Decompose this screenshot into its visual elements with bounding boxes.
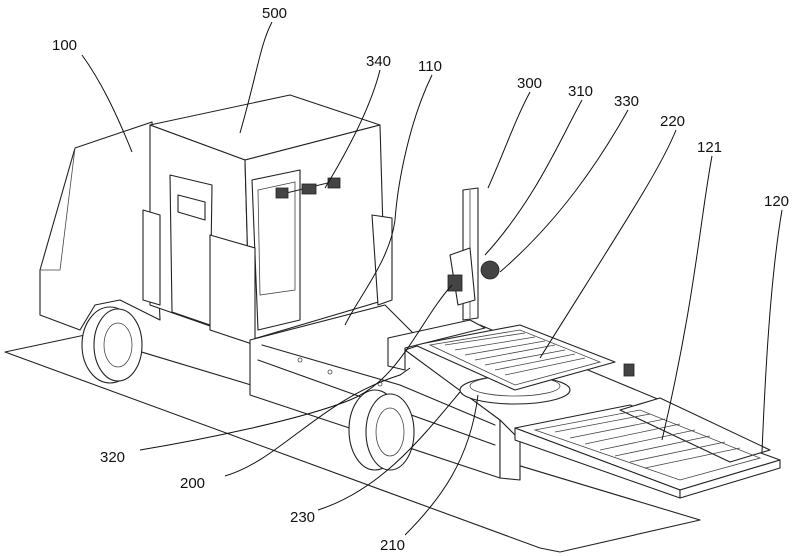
truck-cab: [40, 122, 160, 330]
label-121: 121: [697, 139, 722, 156]
label-210: 210: [380, 537, 405, 554]
label-200: 200: [180, 475, 205, 492]
label-330: 330: [614, 93, 639, 110]
label-110: 110: [418, 58, 442, 75]
label-100: 100: [52, 37, 77, 54]
label-500: 500: [262, 5, 287, 22]
label-230: 230: [290, 509, 315, 526]
label-300: 300: [517, 75, 542, 92]
rear-wheel: [349, 390, 414, 470]
label-120: 120: [764, 193, 789, 210]
label-220: 220: [660, 113, 685, 130]
label-340: 340: [366, 53, 391, 70]
label-320: 320: [100, 449, 125, 466]
label-310: 310: [568, 83, 593, 100]
front-wheel: [82, 307, 142, 383]
